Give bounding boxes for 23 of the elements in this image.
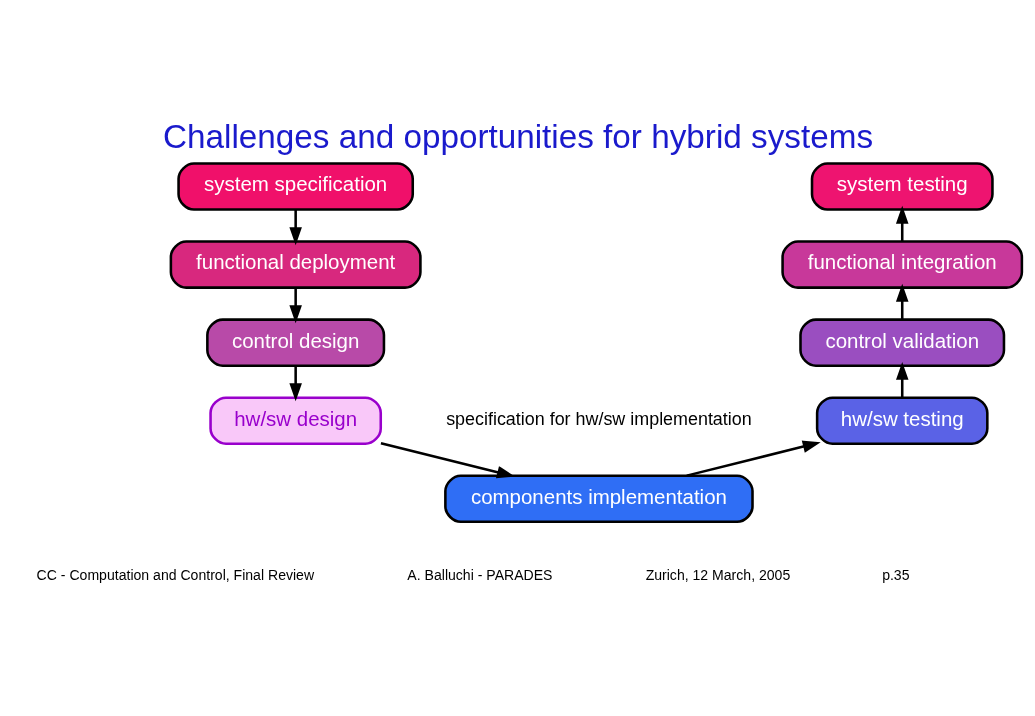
diagram-title: Challenges and opportunities for hybrid systems — [162, 117, 873, 155]
label: Zurich, 12 March, 2005 — [645, 567, 790, 584]
arrow — [288, 365, 302, 402]
arrow — [895, 361, 908, 398]
node-box: functional integration — [780, 240, 1023, 289]
node-box: control validation — [798, 318, 1005, 367]
arrow — [288, 287, 302, 324]
node-box: hw/sw design — [208, 396, 382, 445]
label: A. Balluchi - PARADES — [406, 567, 552, 584]
node-box: components implementation — [443, 474, 754, 524]
node-box: system testing — [810, 162, 994, 211]
node-box: functional deployment — [169, 240, 422, 289]
label: p.35 — [881, 567, 910, 584]
label: CC - Computation and Control, Final Review — [36, 567, 314, 584]
arrow — [288, 209, 302, 246]
node-box: hw/sw testing — [815, 396, 989, 445]
label: specification for hw/sw implementation — [445, 409, 752, 430]
node-box: control design — [205, 318, 385, 367]
arrow — [685, 440, 821, 477]
arrow — [380, 441, 515, 479]
node-box: system specification — [176, 162, 414, 211]
arrow — [895, 205, 908, 242]
arrow — [895, 283, 908, 320]
